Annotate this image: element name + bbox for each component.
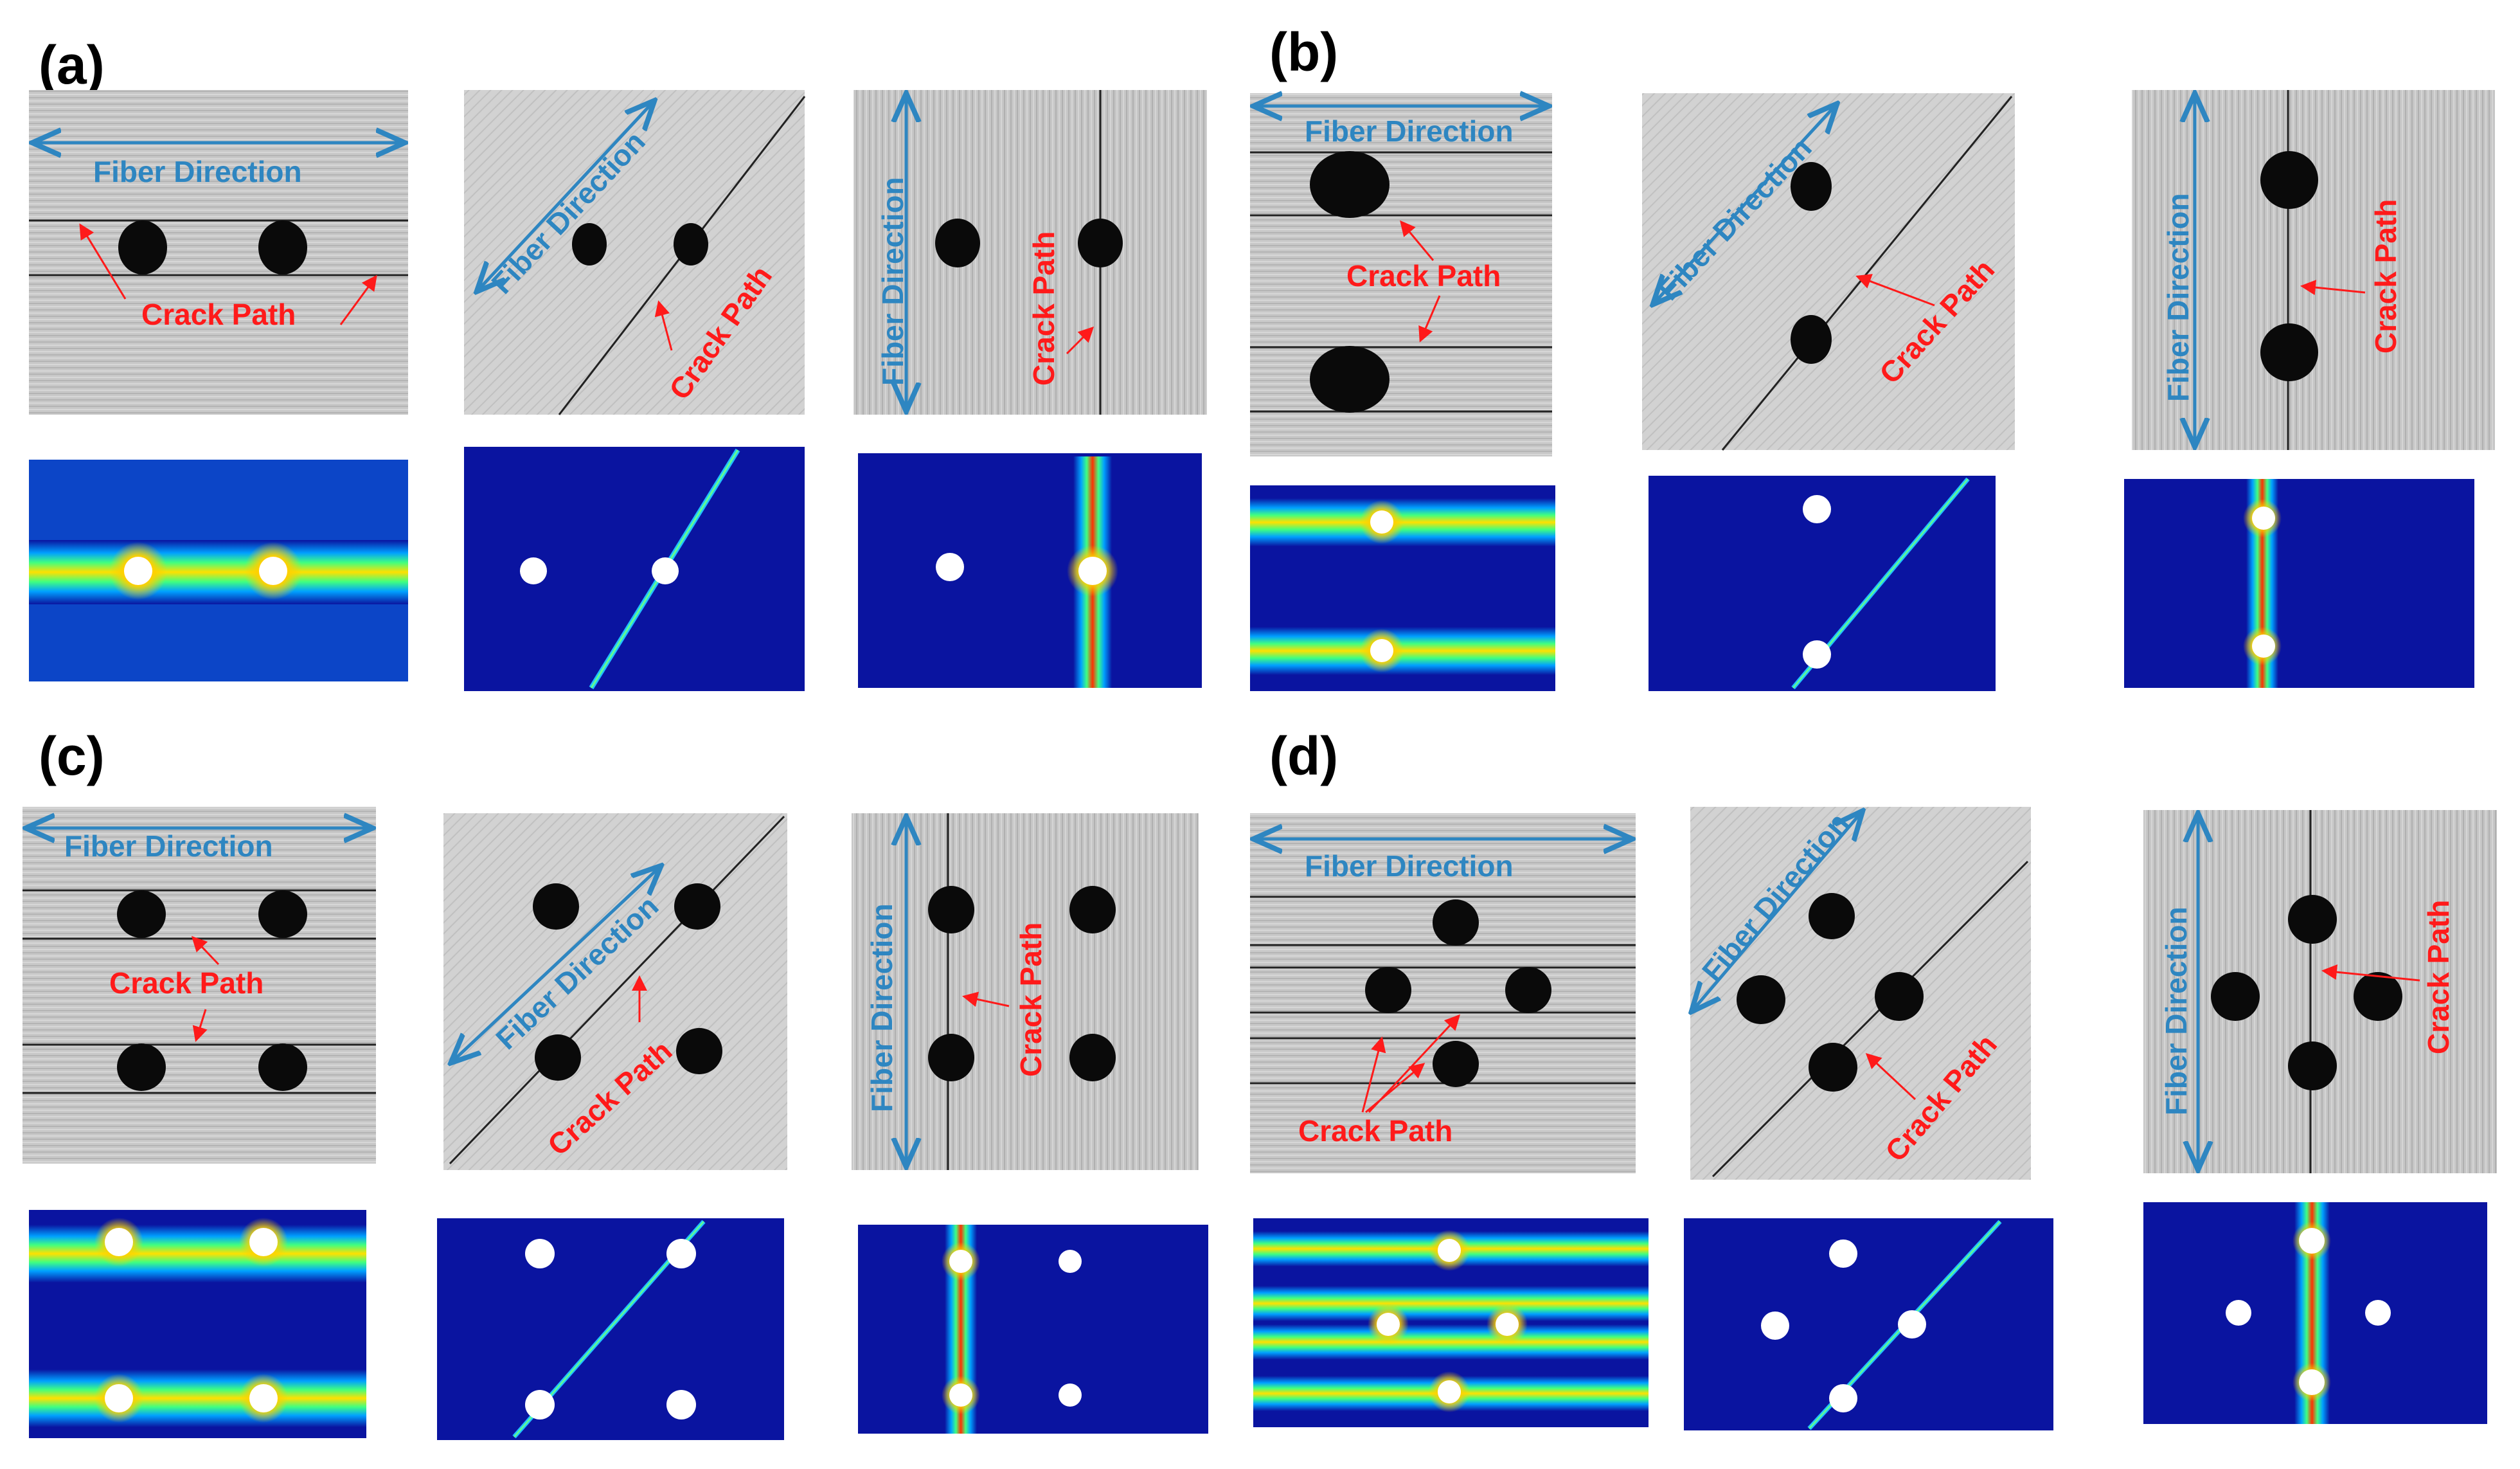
panel-c-contour-horizontal — [29, 1210, 366, 1438]
panel-a-label: (a) — [39, 35, 105, 95]
panel-a-contour-vertical — [858, 453, 1202, 688]
panel-a-contour-diagonal — [464, 447, 805, 691]
panel-c-contour-diagonal — [437, 1218, 784, 1440]
panel-c-photo-vertical: Fiber Direction Crack Path — [852, 813, 1199, 1170]
panel-b-photo-horizontal: Fiber Direction Crack Path — [1250, 93, 1552, 456]
panel-c-photo-horizontal: Fiber Direction Crack Path — [22, 807, 376, 1164]
panel-d-contour-vertical — [2143, 1202, 2487, 1424]
panel-c-contour-vertical — [858, 1225, 1208, 1434]
fiber-direction-label: Fiber Direction — [1305, 114, 1514, 148]
crack-path-label: Crack Path — [1298, 1114, 1452, 1148]
crack-path-label: Crack Path — [1346, 259, 1501, 293]
panel-d-photo-diagonal: Fiber Direction Crack Path — [1690, 806, 2031, 1180]
panel-b-photo-diagonal: Fiber Direction Crack Path — [1642, 93, 2015, 451]
panel-c-photo-diagonal: Fiber Direction Crack Path — [443, 813, 787, 1170]
panel-c-label: (c) — [39, 726, 105, 786]
panel-a-photo-horizontal: Fiber Direction Crack Path — [29, 90, 408, 415]
panel-d-label: (d) — [1269, 726, 1338, 786]
panel-c: (c) Fiber Direction Crack Path — [22, 726, 1208, 1440]
crack-path-label: Crack Path — [2369, 199, 2402, 354]
panel-a: (a) Fiber Direction Crack Path Fiber Dir… — [29, 35, 1207, 691]
panel-a-photo-vertical: Fiber Direction Crack Path — [853, 90, 1207, 415]
panel-b-label: (b) — [1269, 22, 1338, 82]
fiber-direction-label: Fiber Direction — [93, 155, 302, 188]
crack-path-label: Crack Path — [1014, 923, 1048, 1077]
panel-b-contour-horizontal — [1250, 485, 1555, 691]
panel-d-photo-horizontal: Fiber Direction Crack Path — [1250, 813, 1636, 1173]
fiber-direction-label: Fiber Direction — [64, 829, 273, 863]
crack-path-label: Crack Path — [109, 966, 264, 1000]
panel-b: (b) Fiber Direction Crack Path Fiber Dir… — [1250, 22, 2495, 691]
panel-d-photo-vertical: Fiber Direction Crack Path — [2143, 810, 2497, 1173]
crack-path-label: Crack Path — [1027, 231, 1060, 386]
fiber-direction-label: Fiber Direction — [1305, 849, 1514, 883]
fiber-direction-label: Fiber Direction — [876, 177, 909, 386]
fiber-direction-label: Fiber Direction — [865, 903, 898, 1112]
fiber-direction-label: Fiber Direction — [2159, 906, 2193, 1115]
panel-b-contour-vertical — [2124, 479, 2474, 688]
panel-b-contour-diagonal — [1649, 476, 1996, 691]
crack-path-label: Crack Path — [141, 298, 296, 331]
panel-d-contour-horizontal — [1253, 1218, 1649, 1427]
panel-d: (d) Fiber Direction Crack Path — [1250, 726, 2497, 1430]
panel-b-photo-vertical: Fiber Direction Crack Path — [2132, 90, 2495, 450]
crack-path-label: Crack Path — [2422, 900, 2455, 1054]
fiber-direction-label: Fiber Direction — [2161, 193, 2195, 402]
panel-d-contour-diagonal — [1684, 1218, 2053, 1430]
panel-a-contour-horizontal — [29, 460, 408, 681]
panel-a-photo-diagonal: Fiber Direction Crack Path — [464, 90, 806, 415]
